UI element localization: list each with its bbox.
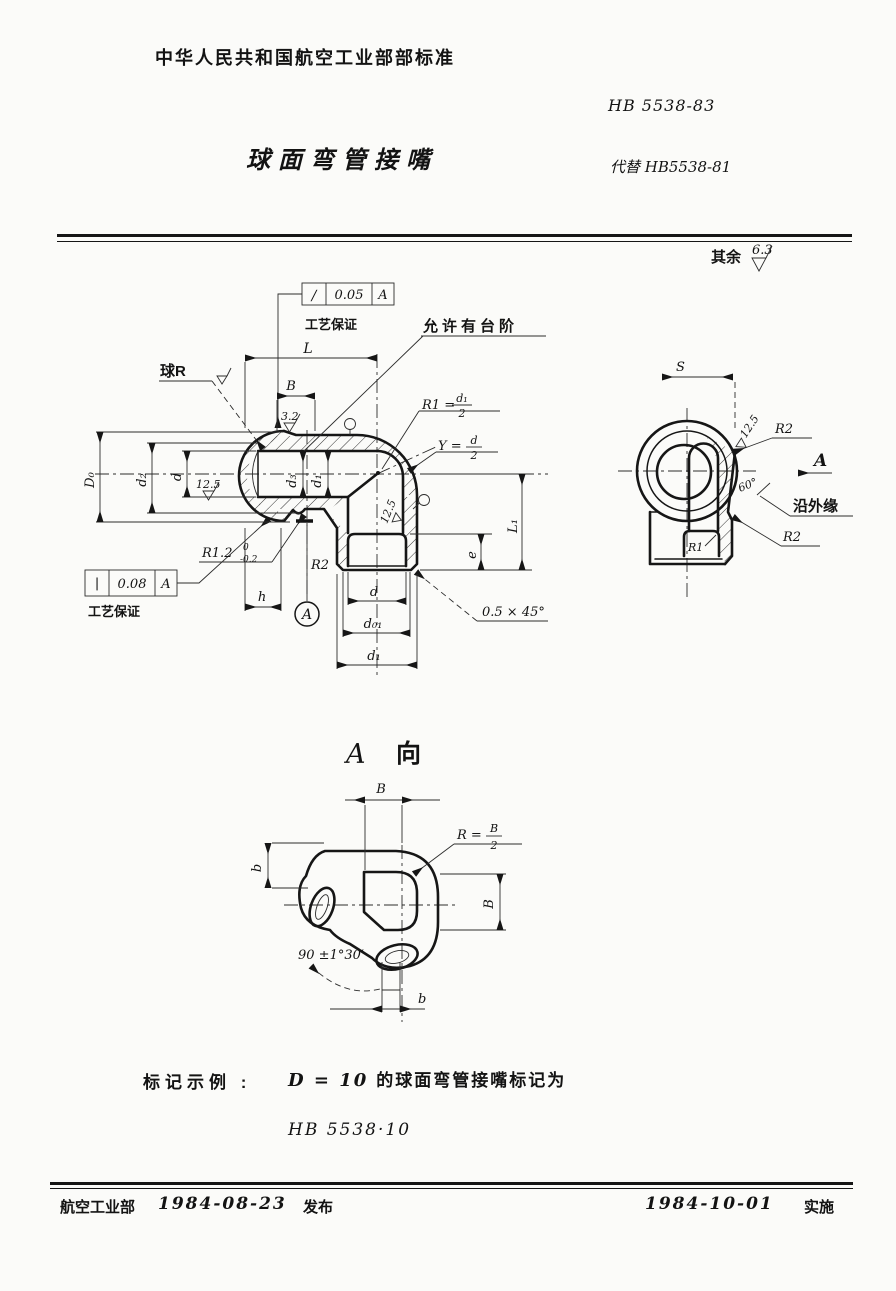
view-a-dimensions: B R = B 2 b B 90 ±1°30′	[250, 782, 522, 1013]
dim-d1-mid: d₁	[310, 474, 325, 488]
roughness-12-5-left: 12.5	[196, 478, 221, 491]
example-text: 的球面弯管接嘴标记为	[376, 1071, 567, 1090]
fcf-top-value: 0.05	[335, 288, 364, 303]
example-label: 标记示例 :	[143, 1073, 252, 1092]
dim-e: e	[465, 551, 480, 559]
r-eq-denominator: 2	[490, 839, 498, 852]
dim-d2: d₂	[135, 473, 150, 487]
bore-lens-left	[308, 886, 336, 928]
note-step-allowed: 允许有台阶	[422, 317, 518, 335]
view-a: A 向	[250, 739, 522, 1022]
footer-release-date: 1984-08-23	[158, 1194, 287, 1214]
dim-S: S	[676, 360, 685, 375]
r2-label: R2	[310, 558, 329, 573]
roughness-check-icon	[751, 245, 773, 272]
chamfer-note: 0.5 × 45°	[482, 605, 545, 620]
replaces-note: 代替 HB5538-81	[610, 158, 732, 176]
dim-B-right: B	[482, 899, 497, 910]
fcf-left-symbol: ∣	[95, 577, 99, 593]
dim-b-bottom: b	[418, 992, 426, 1007]
side-annotations: S 12.5 R2 A 60° 沿外缘 R2	[662, 360, 853, 554]
dim-d-bottom: d	[370, 585, 378, 600]
roughness-12-5-left-icon	[202, 481, 220, 501]
view-a-word: 向	[396, 739, 421, 768]
dim-d3: d₃	[285, 474, 300, 488]
roughness-mark-icon	[216, 367, 232, 385]
bore-lens-bottom	[375, 942, 419, 972]
fcf-top-symbol: ∕	[310, 288, 318, 304]
y-prefix: Y =	[438, 439, 462, 454]
fcf-left-value: 0.08	[118, 577, 147, 592]
y-denominator: 2	[470, 449, 478, 462]
example-designation: HB 5538·10	[288, 1120, 412, 1140]
top-rule-thin	[57, 241, 852, 242]
dim-b-left: b	[250, 864, 265, 872]
r-eq-numerator: B	[489, 822, 498, 835]
r12-lower-tol: -0.2	[240, 555, 258, 565]
footer-impl-date: 1984-10-01	[645, 1194, 774, 1214]
roughness-12-5-side-text: 12.5	[737, 413, 761, 441]
roughness-3-2: 3.2	[281, 410, 299, 423]
fcf-top-datum: A	[377, 288, 387, 303]
fcf-top-note: 工艺保证	[305, 317, 357, 332]
datum-a-circle: A	[300, 607, 312, 623]
r1-label: R1	[687, 541, 703, 554]
dim-d01: d₀₁	[364, 617, 383, 632]
r-eq-prefix: R =	[456, 828, 482, 843]
footer-rule-thick	[50, 1182, 853, 1185]
inspection-circle-top-icon	[344, 418, 356, 435]
inspection-circle-right-icon	[412, 494, 430, 510]
main-notes: 允许有台阶 球R	[159, 317, 546, 453]
dim-d1-bottom: d₁	[367, 649, 381, 664]
view-a-letter: A	[343, 739, 366, 770]
angle-90-tol: 90 ±1°30′	[298, 948, 364, 963]
r1-prefix: R1 =	[421, 398, 455, 413]
y-numerator: d	[470, 434, 477, 447]
side-hatching	[706, 436, 735, 562]
footer-release-label: 发布	[303, 1199, 334, 1216]
main-section-view: ∕ 0.05 A 工艺保证 ∣ 0.08 A 工艺保证 允许有台阶	[83, 282, 548, 676]
dim-L: L	[302, 341, 312, 357]
fcf-top: ∕ 0.05 A 工艺保证	[274, 282, 395, 428]
angle-60: 60°	[736, 475, 759, 494]
r2-bottom-label: R2	[782, 530, 801, 545]
r2-top-label: R2	[774, 422, 793, 437]
rest-label: 其余	[711, 248, 742, 266]
r12-upper-tol: 0	[243, 543, 249, 553]
footer-org: 航空工业部	[60, 1199, 136, 1216]
dim-D0: D₀	[83, 471, 98, 488]
dim-B-top: B	[375, 782, 386, 797]
roughness-12-5-side: 12.5	[735, 413, 762, 448]
r1-numerator: d₁	[456, 392, 467, 405]
note-sphere-r: 球R	[160, 362, 186, 380]
main-centerlines	[95, 354, 548, 676]
example-sentence: D = 10 的球面弯管接嘴标记为	[288, 1066, 566, 1091]
dim-L1: L₁	[506, 519, 521, 534]
document-title: 球面弯管接嘴	[246, 145, 438, 174]
standard-number: HB 5538-83	[608, 96, 716, 115]
footer-rule-thin	[50, 1188, 853, 1189]
r12-label: R1.2	[201, 546, 232, 561]
edge-note: 沿外缘	[793, 497, 838, 515]
view-a-centerlines	[284, 845, 455, 1022]
dim-d-left: d	[170, 473, 185, 481]
dim-B: B	[285, 379, 296, 394]
r1-denominator: 2	[458, 407, 466, 420]
side-view: S 12.5 R2 A 60° 沿外缘 R2	[618, 360, 853, 598]
main-dimensions: L B 3.2 R1 = d₁ 2	[83, 341, 548, 669]
roughness-3-2-icon	[283, 413, 301, 433]
surface-rest-note: 其余 6.3	[711, 243, 773, 272]
footer-impl-label: 实施	[804, 1199, 835, 1216]
dim-h: h	[258, 590, 266, 605]
top-rule-thick	[57, 234, 852, 237]
fcf-left-note: 工艺保证	[88, 604, 140, 619]
fcf-left: ∣ 0.08 A 工艺保证	[84, 516, 272, 619]
side-outline	[635, 419, 739, 566]
standard-org-title: 中华人民共和国航空工业部部标准	[155, 48, 455, 68]
view-direction-label: A	[812, 451, 827, 471]
example-code: D = 10	[288, 1070, 369, 1091]
fcf-left-datum: A	[160, 577, 170, 592]
side-centerlines	[618, 408, 756, 598]
